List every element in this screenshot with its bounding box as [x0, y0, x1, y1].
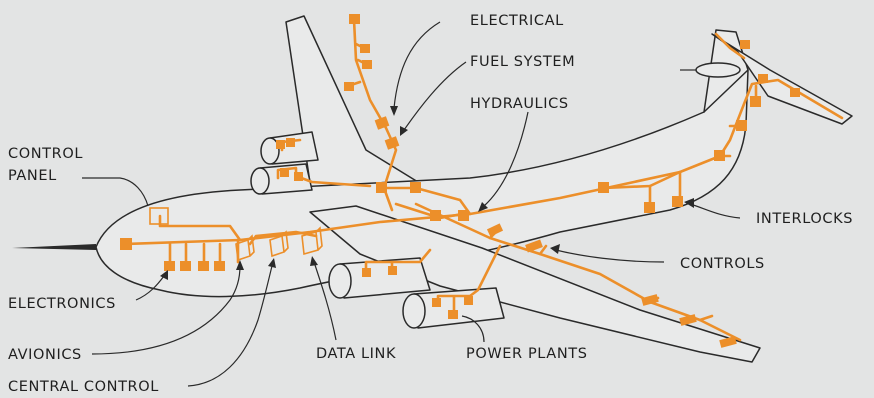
label-data-link: DATA LINK [316, 346, 396, 362]
label-avionics: AVIONICS [8, 347, 82, 363]
box-power-2 [388, 266, 397, 275]
leader-controls [556, 250, 664, 262]
box-electronics-4 [214, 261, 225, 271]
box-power-5 [448, 310, 458, 319]
leader-interlocks [690, 204, 740, 218]
box-wing-4 [344, 82, 354, 91]
box-wing-root-1 [376, 182, 387, 193]
label-electronics: ELECTRONICS [8, 296, 116, 312]
leader-fuel-system [404, 62, 466, 130]
box-power-4 [464, 296, 473, 305]
box-tail-2 [736, 120, 747, 131]
box-power-1 [362, 268, 371, 277]
label-electrical: ELECTRICAL [470, 13, 564, 29]
box-hyd-2 [458, 210, 469, 221]
box-fuel [385, 136, 400, 150]
box-wing-2 [360, 44, 370, 53]
box-hyd-1 [430, 210, 441, 221]
label-control-panel-line1: CONTROL [8, 146, 83, 162]
label-interlocks: INTERLOCKS [756, 211, 853, 227]
box-stab-2 [790, 88, 800, 97]
leader-control-panel [82, 178, 148, 206]
box-interlock-2 [672, 196, 683, 207]
box-electronics-1 [164, 261, 175, 271]
box-aft-1 [598, 182, 609, 193]
label-hydraulics: HYDRAULICS [470, 96, 569, 112]
box-tail-1 [714, 150, 725, 161]
box-engine-u1a [286, 138, 295, 147]
label-controls: CONTROLS [680, 256, 765, 272]
box-wing-tip [349, 14, 360, 24]
box-tail-3 [750, 96, 761, 107]
box-electronics-2 [180, 261, 191, 271]
nose-probe [12, 244, 96, 250]
arrow-controls [550, 244, 560, 254]
box-engine-u2b [294, 172, 303, 181]
arrow-electrical [390, 106, 398, 116]
aircraft-outline [12, 16, 852, 362]
label-central-control: CENTRAL CONTROL [8, 379, 159, 395]
box-nose [120, 238, 132, 250]
box-engine-u2a [280, 168, 289, 177]
box-engine-u1b [276, 140, 285, 149]
label-power-plants: POWER PLANTS [466, 346, 588, 362]
box-electronics-3 [198, 261, 209, 271]
box-power-3 [432, 298, 441, 307]
box-interlock-1 [644, 202, 655, 213]
label-fuel-system: FUEL SYSTEM [470, 54, 575, 70]
box-stab-1 [758, 74, 768, 83]
box-wing-root-2 [410, 182, 421, 193]
tail-bullet [696, 63, 740, 77]
box-fin-1 [740, 40, 750, 49]
label-control-panel-line2: PANEL [8, 168, 57, 184]
engine-upper-1 [261, 132, 318, 164]
arrow-fuel-system [400, 126, 408, 136]
engine-lower-1 [329, 258, 430, 298]
leader-electrical [394, 22, 440, 108]
box-wing-3 [362, 60, 372, 69]
